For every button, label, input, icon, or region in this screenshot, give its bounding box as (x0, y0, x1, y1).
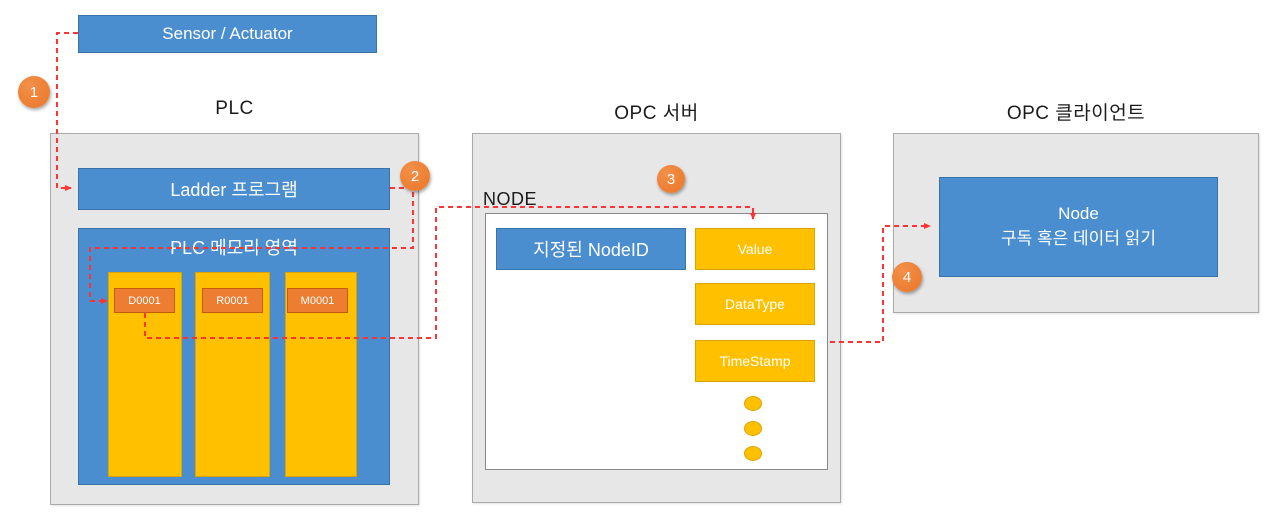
attr-value-box: Value (695, 228, 815, 270)
memory-cell-d0001: D0001 (114, 288, 175, 313)
ladder-program-label: Ladder 프로그램 (170, 180, 298, 200)
client-node-box: Node 구독 혹은 데이터 읽기 (939, 177, 1218, 277)
opc-server-title: OPC 서버 (614, 103, 699, 124)
opc-client-title: OPC 클라이언트 (1006, 103, 1146, 124)
node-label: NODE (483, 189, 538, 209)
ladder-program-box: Ladder 프로그램 (78, 168, 390, 210)
client-node-line1: Node (1058, 204, 1099, 224)
step-badge-1: 1 (18, 76, 50, 108)
ellipsis-dot-3 (744, 446, 762, 461)
attr-datatype-box: DataType (695, 283, 815, 325)
client-node-line2: 구독 혹은 데이터 읽기 (1001, 229, 1156, 248)
step-badge-4: 4 (892, 262, 922, 292)
plc-title: PLC (215, 98, 254, 119)
step-badge-2: 2 (400, 161, 430, 191)
step-badge-3: 3 (657, 165, 685, 193)
attr-timestamp-box: TimeStamp (695, 340, 815, 382)
sensor-actuator-label: Sensor / Actuator (162, 24, 293, 43)
node-id-box: 지정된 NodeID (496, 228, 686, 270)
node-id-label: 지정된 NodeID (533, 240, 649, 260)
plc-memory-title: PLC 메모리 영역 (170, 238, 298, 258)
memory-cell-r0001: R0001 (202, 288, 263, 313)
ellipsis-dot-2 (744, 421, 762, 436)
ellipsis-dot-1 (744, 396, 762, 411)
sensor-actuator-box: Sensor / Actuator (78, 15, 377, 53)
memory-cell-m0001: M0001 (287, 288, 348, 313)
